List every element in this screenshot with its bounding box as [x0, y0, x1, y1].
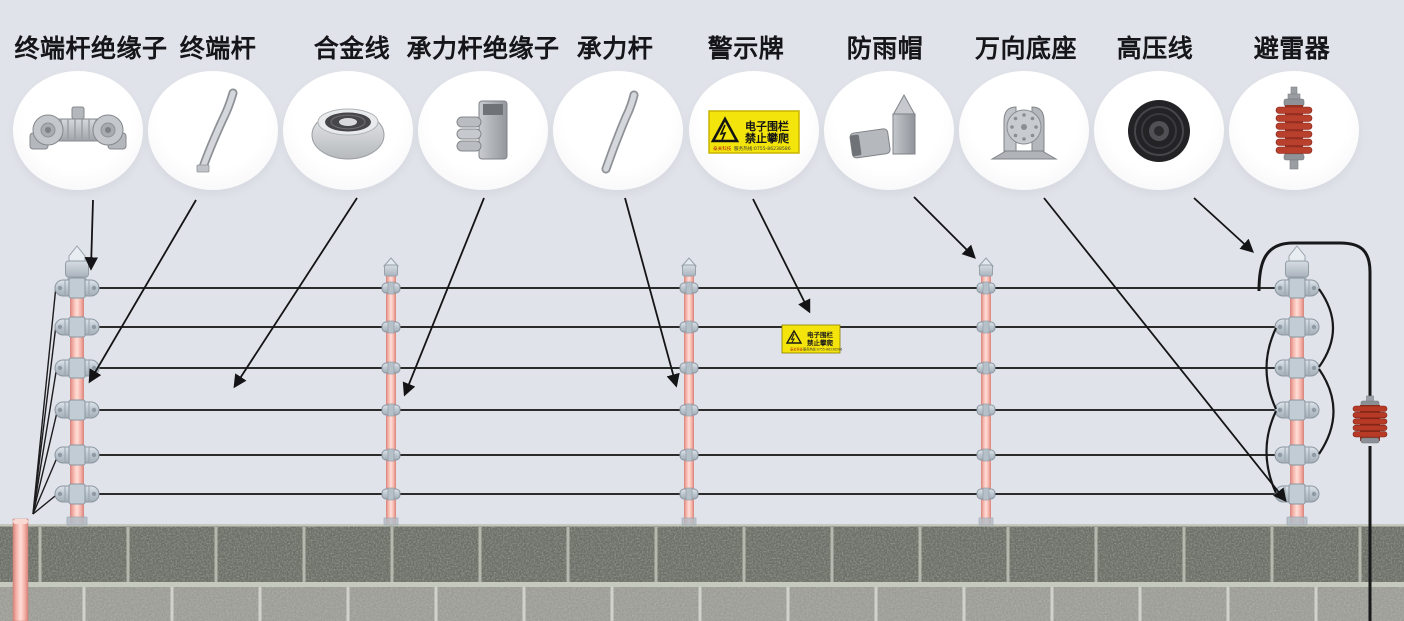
high-voltage-cable-photo [1128, 99, 1190, 162]
legend-label-rain-cap: 防雨帽 [846, 34, 924, 63]
legend-label-hv-cable: 高压线 [1116, 34, 1194, 63]
svg-text:禁止攀爬: 禁止攀爬 [745, 131, 790, 145]
terminal-jumper-wires [32, 285, 61, 515]
wall-lower-joints [82, 587, 1318, 621]
terminal-pole-insulator-photo [29, 106, 127, 149]
legend-label-warning-sign: 警示牌 [707, 34, 785, 63]
bearing-pole-insulator-photo [456, 100, 508, 159]
universal-base-photo [990, 105, 1058, 159]
svg-text:电子围栏: 电子围栏 [807, 330, 834, 339]
legend-label-bearing-pole-insulator: 承力杆绝缘子 [406, 34, 560, 63]
high-voltage-cable [1257, 241, 1372, 621]
rain-cap-photo [849, 93, 916, 158]
svg-text:服务热线:0755-86238586: 服务热线:0755-86238586 [734, 145, 791, 152]
arrow-bearing-insulator [402, 197, 485, 397]
lightning-arrester [1352, 395, 1388, 444]
legend-photo-terminal-pole-insulator [13, 71, 143, 190]
alloy-wire-photo [311, 108, 385, 159]
legend-photo-hv-cable [1094, 71, 1224, 190]
jumper-right-1-3 [1318, 288, 1335, 368]
arrow-bearing-pole [624, 197, 680, 388]
arrow-terminal-insulator [84, 199, 99, 271]
intermediate-posts [382, 257, 995, 526]
legend-label-alloy-wire: 合金线 [313, 34, 391, 63]
svg-text:禁止攀爬: 禁止攀爬 [807, 338, 834, 347]
svg-text:电子围栏: 电子围栏 [745, 119, 789, 133]
legend-photo-bearing-pole-insulator [418, 71, 548, 190]
jumper-left-2-4 [1265, 327, 1277, 410]
legend-photo-rain-cap [824, 71, 954, 190]
jumper-right-3-5 [1318, 368, 1335, 455]
legend-photo-alloy-wire [283, 71, 413, 190]
wall-cap-joints [38, 527, 1362, 582]
legend-label-terminal-pole: 终端杆 [179, 34, 257, 63]
legend-label-bearing-pole: 承力杆 [576, 34, 654, 63]
arrow-alloy-wire [233, 197, 358, 389]
arrow-hv-cable [1193, 197, 1254, 253]
legend-photo-warning-sign: 电子围栏 禁止攀爬 泰关科技 服务热线:0755-86238586 [689, 71, 819, 190]
arrow-rain-cap [913, 196, 976, 259]
svg-text:泰关科技: 泰关科技 [790, 347, 804, 352]
terminal-pole-photo [196, 88, 238, 172]
fence-warning-sign: 电子围栏 禁止攀爬 泰关科技 服务热线:0755-86238586 [781, 324, 842, 354]
bearing-pole-photo [601, 90, 639, 173]
arrow-terminal-pole [88, 199, 197, 384]
jumper-left-4-6 [1265, 410, 1278, 494]
svg-text:泰关科技: 泰关科技 [713, 145, 732, 152]
legend-label-terminal-pole-insulator: 终端杆绝缘子 [14, 34, 168, 63]
warning-sign-photo: 电子围栏 禁止攀爬 泰关科技 服务热线:0755-86238586 [708, 109, 800, 154]
legend-photo-universal-base [959, 71, 1089, 190]
wall [0, 524, 1404, 621]
legend-photo-terminal-pole [148, 71, 278, 190]
legend-photo-lightning-arrester [1229, 71, 1359, 190]
left-conduit [12, 518, 29, 621]
lightning-arrester-photo [1275, 86, 1313, 169]
legend-label-lightning-arrester: 避雷器 [1253, 34, 1331, 63]
legend-photo-bearing-pole [553, 71, 683, 190]
arrow-warning-sign [752, 198, 811, 314]
legend-label-universal-base: 万向底座 [974, 34, 1078, 63]
svg-text:服务热线:0755-86238586: 服务热线:0755-86238586 [803, 347, 842, 352]
callout-arrows [84, 196, 1287, 503]
arrow-universal-base [1043, 197, 1287, 503]
line-clips [381, 281, 996, 501]
